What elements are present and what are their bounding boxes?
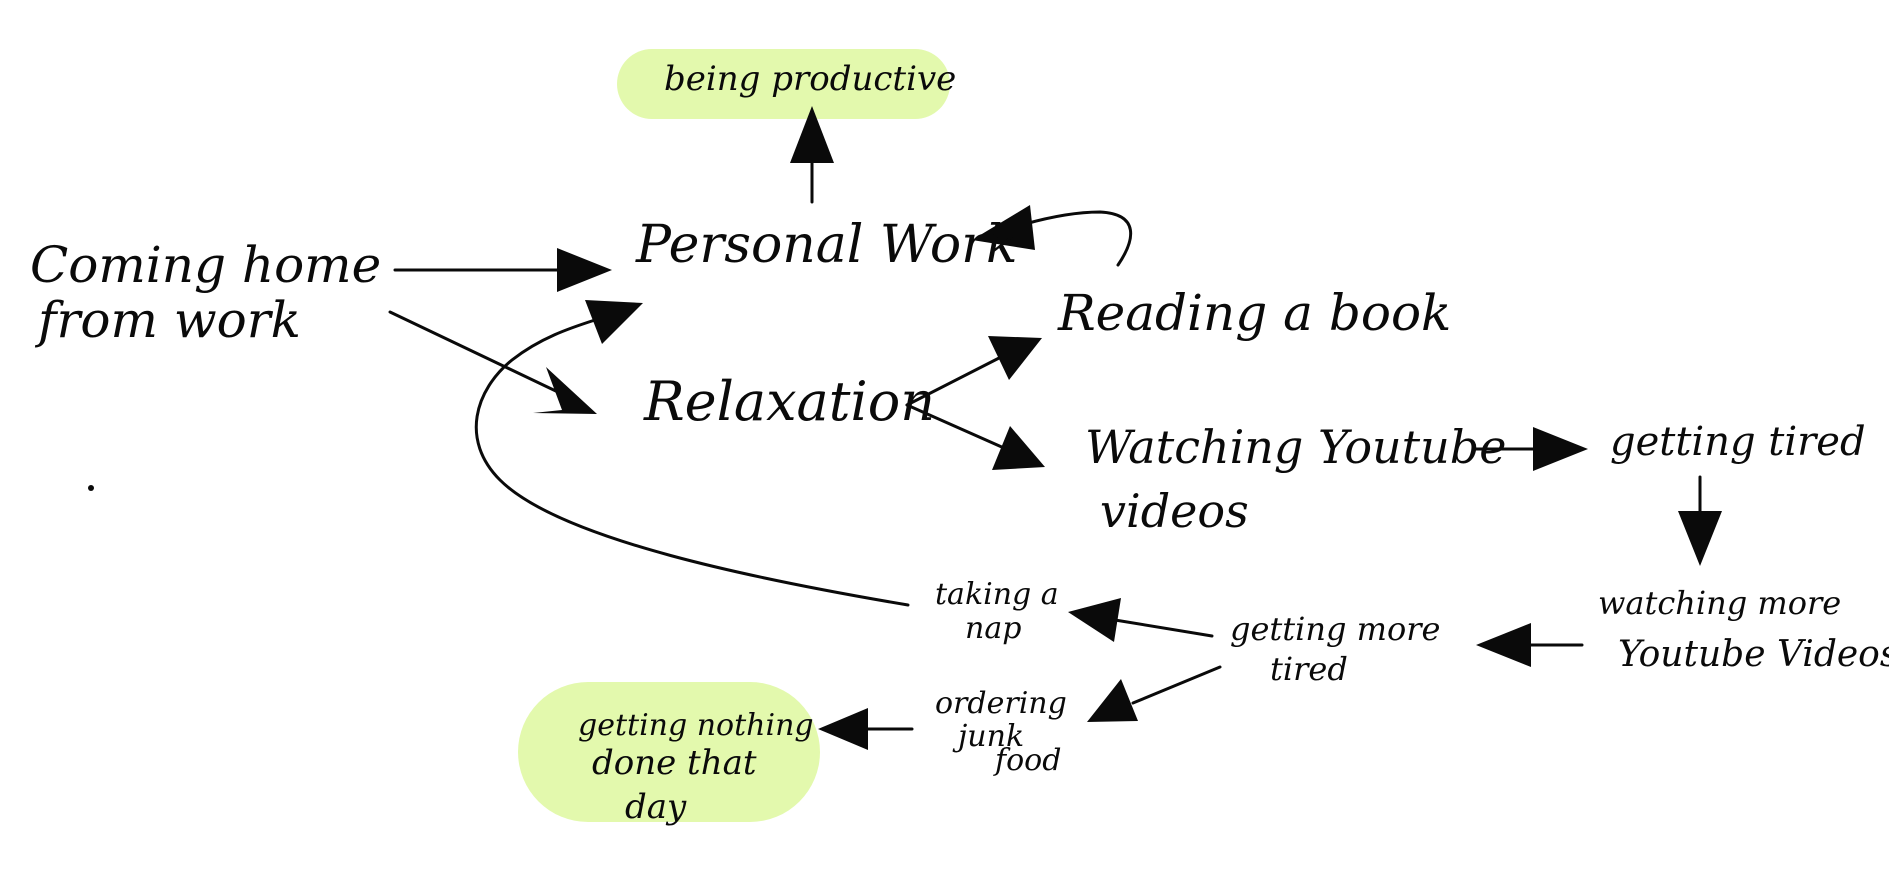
node-watching-more-line2: Youtube Videos [1618, 634, 1889, 675]
node-getting-tired: getting tired [1610, 419, 1866, 465]
arrowhead-reading-a-book [988, 336, 1042, 380]
edge-relaxation-to-watching [905, 403, 1006, 450]
arrowhead-ordering-junk-food [1087, 679, 1138, 722]
arrowhead-personal-work [557, 248, 612, 292]
node-ordering-junk-line2: junk [952, 719, 1024, 754]
node-watching-youtube-line1: Watching Youtube [1085, 420, 1506, 474]
node-ordering-junk-line3: food [993, 743, 1061, 778]
node-watching-more-line1: watching more [1598, 584, 1841, 622]
node-coming-home-line1: Coming home [30, 236, 381, 294]
arrowhead-relaxation [533, 367, 597, 414]
nothing-done-highlight [518, 682, 820, 822]
node-being-productive: being productive [664, 59, 956, 99]
node-personal-work: Personal Work [635, 215, 1018, 275]
node-relaxation: Relaxation [643, 370, 935, 433]
edge-more-tired-to-nap [1113, 618, 1214, 638]
arrowhead-taking-a-nap [1068, 598, 1121, 642]
edge-nap-to-personal-work [474, 318, 910, 607]
edge-coming-home-to-relaxation [388, 310, 562, 395]
arrowhead-getting-tired [1533, 427, 1588, 471]
node-coming-home-line2: from work [34, 291, 301, 349]
node-taking-a-nap-line1: taking a [935, 577, 1059, 612]
edge-relaxation-to-reading [905, 354, 1005, 407]
being-productive-highlight [617, 49, 950, 119]
arrowhead-watching-youtube [992, 426, 1045, 470]
node-nothing-done-line3: day [625, 787, 687, 827]
node-nothing-done-line1: getting nothing [578, 708, 814, 743]
arrowhead-watching-more [1678, 511, 1722, 566]
edge-reading-to-personal-work [1023, 210, 1133, 267]
arrowhead-being-productive [790, 106, 834, 163]
arrowhead-personal-work-from-reading [972, 205, 1035, 250]
arrowhead-nothing-done [818, 708, 868, 750]
edge-more-tired-to-ordering [1131, 665, 1222, 705]
node-reading-a-book: Reading a book [1057, 284, 1451, 342]
stray-ink-dot [88, 485, 94, 491]
node-getting-more-tired-line2: tired [1270, 650, 1348, 688]
arrowhead-personal-work-from-nap [585, 300, 643, 344]
arrowhead-getting-more-tired [1476, 623, 1531, 667]
node-watching-youtube-line2: videos [1100, 484, 1249, 538]
node-nothing-done-line2: done that [592, 743, 757, 783]
node-ordering-junk-line1: ordering [935, 686, 1067, 721]
node-getting-more-tired-line1: getting more [1230, 610, 1440, 648]
node-taking-a-nap-line2: nap [965, 611, 1021, 646]
